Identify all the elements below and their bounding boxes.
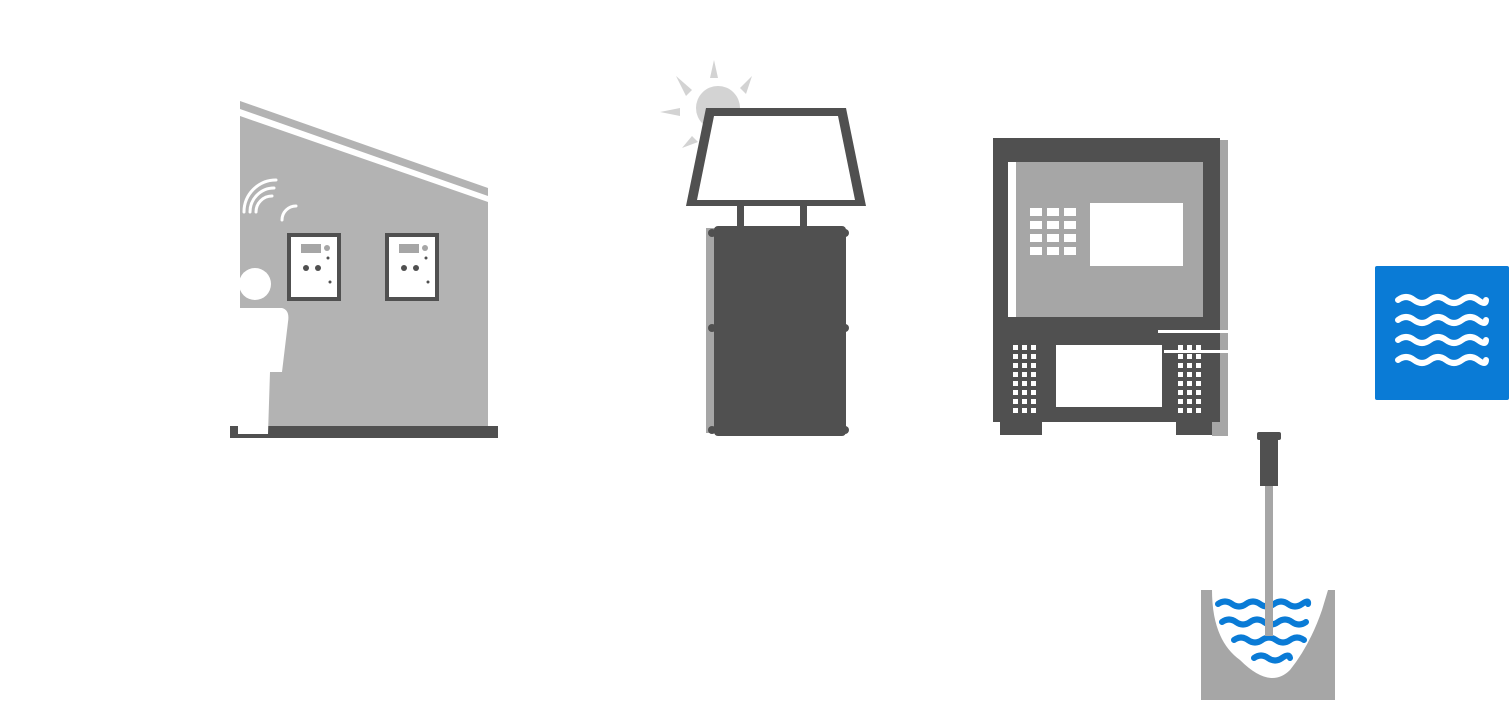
water-tile-icon — [1375, 266, 1509, 400]
control-cabinet-icon — [993, 138, 1228, 436]
right-vent-grid — [1178, 345, 1201, 413]
building-wall — [240, 116, 488, 428]
wireless-signal-icon — [242, 178, 298, 222]
meter-display-icon — [385, 233, 439, 301]
water-basin-icon — [1201, 590, 1335, 700]
building-with-wireless-meters-icon — [230, 101, 498, 438]
solar-panel-icon — [686, 108, 866, 230]
cabinet-body — [714, 226, 846, 436]
display-screen-icon — [1090, 203, 1183, 266]
roof-line — [240, 101, 488, 196]
left-vent-grid — [1013, 345, 1036, 413]
building-floor — [230, 426, 498, 438]
display-screen-icon — [1056, 345, 1162, 407]
meter-display-icon — [287, 233, 341, 301]
person-silhouette-icon — [238, 268, 289, 434]
water-level-sensor-icon — [1257, 432, 1281, 636]
solar-powered-data-cabinet-icon — [660, 60, 866, 436]
keypad-icon — [1030, 208, 1076, 255]
